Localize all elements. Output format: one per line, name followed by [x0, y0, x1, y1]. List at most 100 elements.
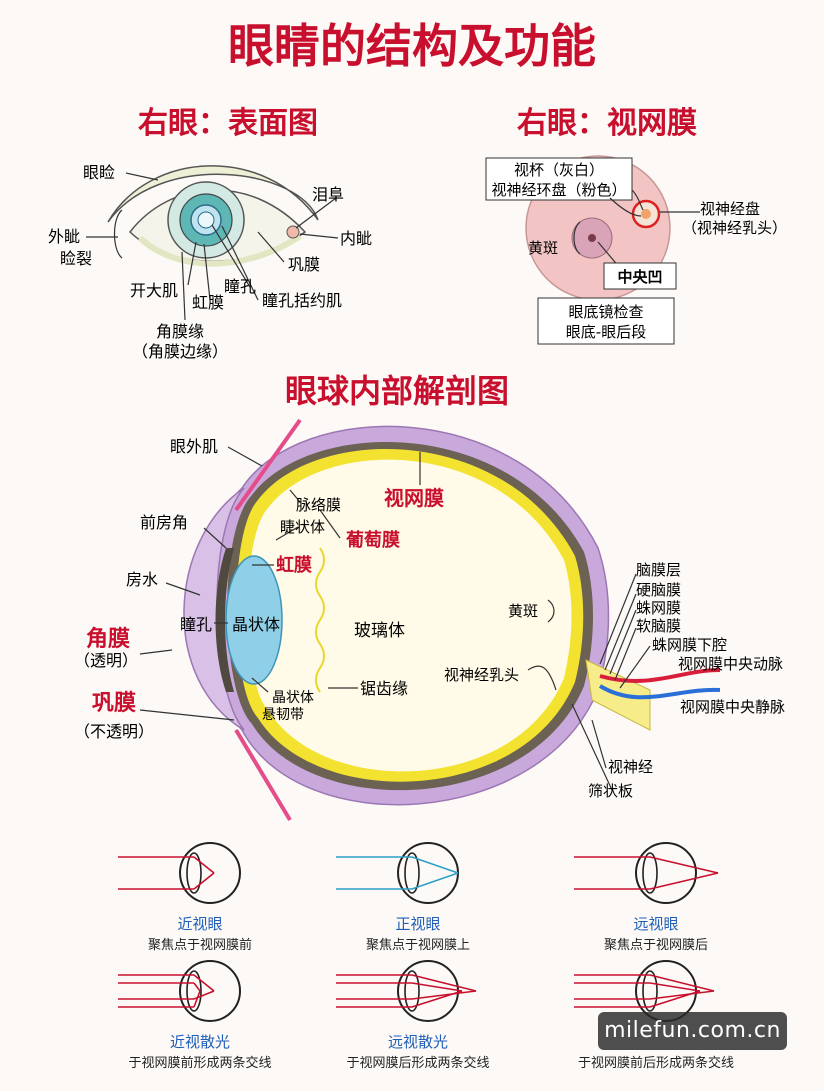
label-papilla: 视神经乳头 [444, 666, 519, 684]
label-fundus-1: 眼底镜检查 [568, 303, 643, 321]
panel-ray-out [411, 990, 463, 1008]
label-fovea: 中央凹 [617, 268, 662, 286]
label-cornea-note: （透明） [74, 651, 138, 670]
panel-eye-circle [635, 842, 697, 904]
panel-ray-out [193, 872, 215, 890]
label-rim: 视神经环盘（粉色） [491, 181, 626, 199]
label-fundus-2: 眼底-眼后段 [566, 323, 646, 341]
panel-lens [404, 852, 420, 894]
lacrimal-dot [286, 225, 300, 239]
zonule-line [315, 547, 325, 693]
panel-ray-out [411, 990, 477, 1000]
retina-heading: 右眼：视网膜 [517, 106, 697, 141]
panel-eye-circle [179, 960, 241, 1022]
label-artery: 视网膜中央动脉 [678, 655, 783, 673]
panel-lens [404, 970, 420, 1012]
panel-ray-out [193, 974, 215, 992]
panel-desc: 于视网膜前形成两条交线 [128, 1055, 271, 1071]
label-sclera: 巩膜 [288, 255, 320, 274]
panel-ray-out [411, 974, 477, 992]
anatomy-view: 眼球内部解剖图 [74, 372, 785, 822]
panel-ray-out [193, 856, 215, 874]
label-pia: 软脑膜 [636, 617, 681, 635]
vitreous-body [247, 459, 572, 772]
cup-rim-box [485, 157, 633, 201]
panel-ray-out [193, 982, 201, 992]
label-iris-red: 虹膜 [276, 554, 312, 576]
label-lacrimal: 泪阜 [312, 185, 344, 204]
label-limbus: 角膜缘 [156, 322, 204, 341]
label-pupil: 瞳孔 [224, 277, 256, 296]
panel-name: 远视眼 [633, 915, 678, 933]
label-vein: 视网膜中央静脉 [680, 698, 785, 716]
panel-ray-out [649, 990, 701, 1008]
label-fissure: 睑裂 [60, 249, 92, 268]
refraction-panels: 近视眼聚焦点于视网膜前正视眼聚焦点于视网膜上远视眼聚焦点于视网膜后近视散光于视网… [118, 842, 734, 1071]
anatomy-leaders [139, 446, 651, 791]
panel-eye-circle [179, 842, 241, 904]
label-subarachnoid: 蛛网膜下腔 [652, 636, 727, 654]
label-lamina: 筛状板 [588, 782, 633, 800]
panel-lens [186, 852, 202, 894]
label-ciliary: 睫状体 [280, 518, 325, 536]
fundus-box [537, 297, 675, 345]
label-lateral-canthus: 外眦 [48, 227, 80, 246]
label-cornea: 角膜 [86, 626, 130, 652]
panel-desc: 聚焦点于视网膜上 [366, 938, 470, 953]
central-vein [598, 684, 721, 700]
label-cup: 视杯（灰白） [514, 161, 604, 179]
label-extraocular: 眼外肌 [170, 437, 218, 456]
surface-view: 右眼：表面图 眼睑 泪阜 外眦 内眦 睑裂 巩膜 瞳孔 [48, 106, 372, 361]
iris-strip [215, 548, 234, 692]
optic-cup [641, 209, 651, 219]
panel-ray-out [411, 856, 459, 874]
panel-eye-circle [397, 960, 459, 1022]
panel-name: 近视眼 [177, 915, 222, 933]
panel-lens [642, 970, 658, 1012]
panel-ray-out [649, 990, 715, 1000]
label-sclera-note: （不透明） [74, 722, 154, 741]
panel-ray-out [411, 982, 463, 992]
refraction-panel-6: 于视网膜前后形成两条交线 [574, 960, 734, 1071]
label-lens: 晶状体 [232, 615, 280, 634]
fovea-box [603, 262, 677, 290]
label-disc-alt: （视神经乳头） [682, 219, 787, 237]
label-limbus-alt: （角膜边缘） [132, 342, 228, 361]
label-medial-canthus: 内眦 [340, 229, 372, 248]
label-meninges: 脑膜层 [636, 561, 681, 579]
label-retina: 视网膜 [384, 486, 444, 510]
panel-desc: 于视网膜后形成两条交线 [346, 1055, 489, 1071]
panel-ray-out [193, 990, 201, 1008]
panel-ray-out [649, 982, 701, 992]
eyelid-shape [107, 165, 319, 223]
label-zonule-2: 悬韧带 [262, 707, 304, 723]
label-aqueous: 房水 [126, 570, 158, 589]
label-dilator: 开大肌 [130, 281, 178, 300]
panel-desc: 于视网膜前后形成两条交线 [578, 1055, 734, 1071]
pupil-disc [197, 211, 215, 229]
panel-ray-out [649, 872, 719, 890]
retina-view: 右眼：视网膜 视杯（灰白） 视神经环盘（粉色） 视神经盘 （视神经乳头） 黄斑 … [485, 106, 787, 345]
label-optic-nerve: 视神经 [608, 758, 653, 776]
label-disc: 视神经盘 [700, 200, 760, 218]
label-macula: 黄斑 [528, 239, 558, 257]
panel-name: 近视散光 [170, 1033, 230, 1051]
panel-desc: 聚焦点于视网膜后 [604, 938, 708, 953]
label-choroid: 脉络膜 [296, 496, 341, 514]
panel-name: 远视散光 [388, 1033, 448, 1051]
label-uvea: 葡萄膜 [345, 529, 400, 551]
sclera-lower [137, 233, 302, 267]
panel-lens [642, 852, 658, 894]
surface-heading: 右眼：表面图 [138, 106, 318, 141]
label-vitreous: 玻璃体 [354, 621, 405, 641]
label-sphincter: 瞳孔括约肌 [262, 291, 342, 310]
panel-ray-out [649, 856, 719, 874]
page-title: 眼睛的结构及功能 [228, 19, 596, 73]
panel-eye-circle [397, 842, 459, 904]
panel-lens [186, 970, 202, 1012]
